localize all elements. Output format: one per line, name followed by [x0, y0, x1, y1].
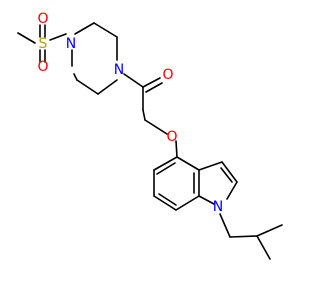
bond-bz-3: [153, 195, 177, 211]
bond-pip-6b: [73, 73, 78, 81]
bond-pip-4: [97, 79, 118, 95]
bond-s-n: [49, 33, 67, 41]
bond-n-carbonyl: [123, 73, 144, 88]
bond-methyl-s: [17, 32, 36, 44]
bond-py-3: [226, 181, 238, 200]
carbonyl-oxygen-label: O: [162, 67, 173, 83]
bond-ch2: [142, 109, 146, 121]
bond-pip-1: [74, 22, 95, 35]
bond-py-2: [221, 161, 238, 183]
bond-bz-6: [176, 156, 200, 171]
bond-o-aryl: [175, 140, 178, 158]
bond-bz-1-inner: [156, 162, 176, 175]
bond-c-o-b: [145, 82, 163, 93]
structure-svg: S O O N N O O N: [17, 11, 283, 260]
bond-ch2-o: [144, 119, 168, 135]
ether-oxygen-label: O: [166, 129, 177, 145]
bond-c-o-a: [142, 77, 161, 88]
indole-nitrogen-label: N: [213, 199, 223, 215]
bond-ch-methyl-1: [256, 235, 271, 260]
sulfonyl-oxygen-bottom-label: O: [37, 59, 48, 75]
bond-py-1: [198, 161, 223, 171]
bond-py-2-inner: [220, 167, 233, 183]
bond-layer: [17, 22, 283, 260]
bond-n-ch2: [219, 213, 231, 238]
bond-bz-3-inner: [158, 193, 177, 206]
bond-bz-4: [175, 195, 200, 211]
molecule-structure: S O O N N O O N: [17, 11, 283, 260]
sulfonyl-oxygen-top-label: O: [37, 11, 48, 27]
bond-ch-methyl-2: [256, 224, 283, 237]
bond-pip-5: [76, 79, 99, 95]
bond-pip-2: [93, 22, 118, 38]
sulfur-label: S: [39, 36, 48, 52]
piperazine-nitrogen-right-label: N: [114, 62, 124, 78]
atom-label-layer: S O O N N O O N: [37, 11, 223, 215]
bond-bz-1: [153, 156, 178, 171]
piperazine-nitrogen-left-label: N: [66, 36, 76, 52]
bond-ch2-ch: [229, 235, 258, 238]
bond-py-4: [198, 195, 215, 205]
